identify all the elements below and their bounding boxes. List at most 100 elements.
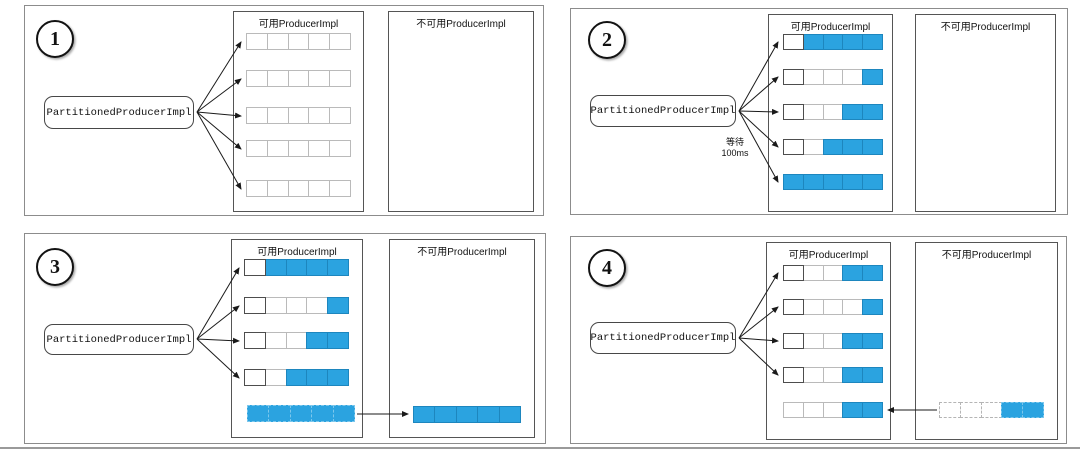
queue-cell-filled	[327, 259, 349, 276]
unavailable-pool-container: 不可用ProducerImpl	[389, 239, 535, 438]
step-number-badge: 1	[36, 20, 74, 58]
queue-cell-empty	[822, 367, 844, 383]
queue-cell-empty	[266, 180, 289, 197]
queue-cell-filled	[306, 369, 329, 386]
queue-cell-empty	[980, 402, 1003, 418]
moving-queue-row	[247, 405, 356, 422]
queue-cell-filled	[455, 406, 479, 423]
queue-cell-empty	[822, 299, 844, 315]
queue-cell-empty	[783, 69, 804, 85]
queue-cell-empty	[783, 139, 804, 155]
queue-cell-filled	[822, 34, 844, 50]
step-number: 4	[602, 256, 612, 279]
partitioned-producer-label: PartitionedProducerImpl	[46, 106, 192, 119]
queue-cell-empty	[842, 299, 864, 315]
queue-cell-empty	[287, 180, 310, 197]
unavailable-pool-title: 不可用ProducerImpl	[416, 19, 506, 30]
queue-cell-empty	[822, 265, 844, 281]
queue-cell-empty	[287, 107, 310, 124]
queue-cell-empty	[802, 333, 824, 349]
queue-cell-empty	[244, 297, 266, 314]
queue-cell-empty	[802, 367, 824, 383]
queue-cell-empty	[939, 402, 961, 418]
queue-cell-empty	[266, 107, 289, 124]
partitioned-producer-label: PartitionedProducerImpl	[46, 333, 192, 346]
queue-cell-filled	[1001, 402, 1024, 418]
queue-cell-empty	[266, 140, 289, 157]
queue-cell-empty	[802, 104, 824, 120]
producer-queue-row	[783, 299, 883, 315]
queue-cell-filled	[862, 104, 883, 120]
step-number-badge: 3	[36, 248, 74, 286]
queue-cell-filled	[306, 259, 329, 276]
step-number: 1	[50, 27, 60, 50]
queue-cell-empty	[244, 332, 266, 349]
queue-cell-empty	[802, 402, 824, 418]
queue-cell-empty	[264, 297, 287, 314]
queue-cell-empty	[959, 402, 982, 418]
queue-cell-empty	[246, 180, 268, 197]
queue-cell-empty	[246, 70, 268, 87]
queue-cell-empty	[266, 70, 289, 87]
producer-queue-row	[246, 180, 351, 197]
queue-cell-filled	[862, 299, 883, 315]
queue-cell-filled	[822, 139, 844, 155]
queue-cell-filled	[327, 297, 349, 314]
queue-cell-empty	[783, 402, 804, 418]
queue-cell-empty	[308, 33, 331, 50]
unavailable-pool-title: 不可用ProducerImpl	[417, 247, 507, 258]
producer-queue-row	[783, 265, 883, 281]
step-number-badge: 4	[588, 249, 626, 287]
queue-cell-empty	[802, 139, 824, 155]
queue-cell-empty	[783, 299, 804, 315]
queue-cell-filled	[842, 174, 864, 190]
available-pool-title: 可用ProducerImpl	[258, 19, 339, 30]
queue-cell-filled	[498, 406, 522, 423]
queue-cell-empty	[308, 180, 331, 197]
queue-cell-filled	[842, 265, 864, 281]
queue-cell-filled	[327, 332, 349, 349]
queue-cell-empty	[285, 332, 308, 349]
producer-queue-row	[783, 367, 883, 383]
queue-cell-empty	[802, 69, 824, 85]
step-number: 2	[602, 28, 612, 51]
queue-cell-filled	[862, 34, 883, 50]
queue-cell-empty	[264, 369, 287, 386]
partitioned-producer-box: PartitionedProducerImpl	[44, 96, 194, 129]
queue-cell-empty	[329, 140, 351, 157]
queue-cell-filled	[306, 332, 329, 349]
queue-cell-empty	[783, 367, 804, 383]
queue-cell-empty	[802, 299, 824, 315]
queue-cell-empty	[842, 69, 864, 85]
queue-cell-filled	[862, 174, 883, 190]
step-number: 3	[50, 255, 60, 278]
queue-cell-filled	[247, 405, 270, 422]
queue-cell-empty	[783, 333, 804, 349]
wait-100ms-label: 等待 100ms	[721, 137, 749, 158]
partitioned-producer-label: PartitionedProducerImpl	[590, 332, 736, 344]
producer-queue-row	[783, 139, 883, 155]
queue-cell-empty	[822, 402, 844, 418]
queue-cell-filled	[268, 405, 291, 422]
queue-cell-empty	[306, 297, 329, 314]
queue-cell-empty	[264, 332, 287, 349]
queue-cell-filled	[842, 367, 864, 383]
queue-cell-empty	[266, 33, 289, 50]
queue-cell-filled	[311, 405, 334, 422]
queue-cell-empty	[822, 104, 844, 120]
queue-cell-filled	[477, 406, 500, 423]
queue-cell-filled	[783, 174, 804, 190]
queue-cell-filled	[842, 402, 864, 418]
partitioned-producer-box: PartitionedProducerImpl	[590, 322, 736, 354]
queue-cell-empty	[244, 369, 266, 386]
queue-cell-filled	[842, 333, 864, 349]
producer-queue-row	[783, 174, 883, 190]
queue-cell-empty	[246, 107, 268, 124]
unavailable-pool-title: 不可用ProducerImpl	[941, 250, 1032, 261]
queue-cell-filled	[862, 333, 883, 349]
queue-cell-filled	[822, 174, 844, 190]
producer-queue-row	[783, 104, 883, 120]
queue-cell-empty	[822, 333, 844, 349]
queue-cell-empty	[329, 33, 351, 50]
producer-queue-row	[244, 297, 349, 314]
